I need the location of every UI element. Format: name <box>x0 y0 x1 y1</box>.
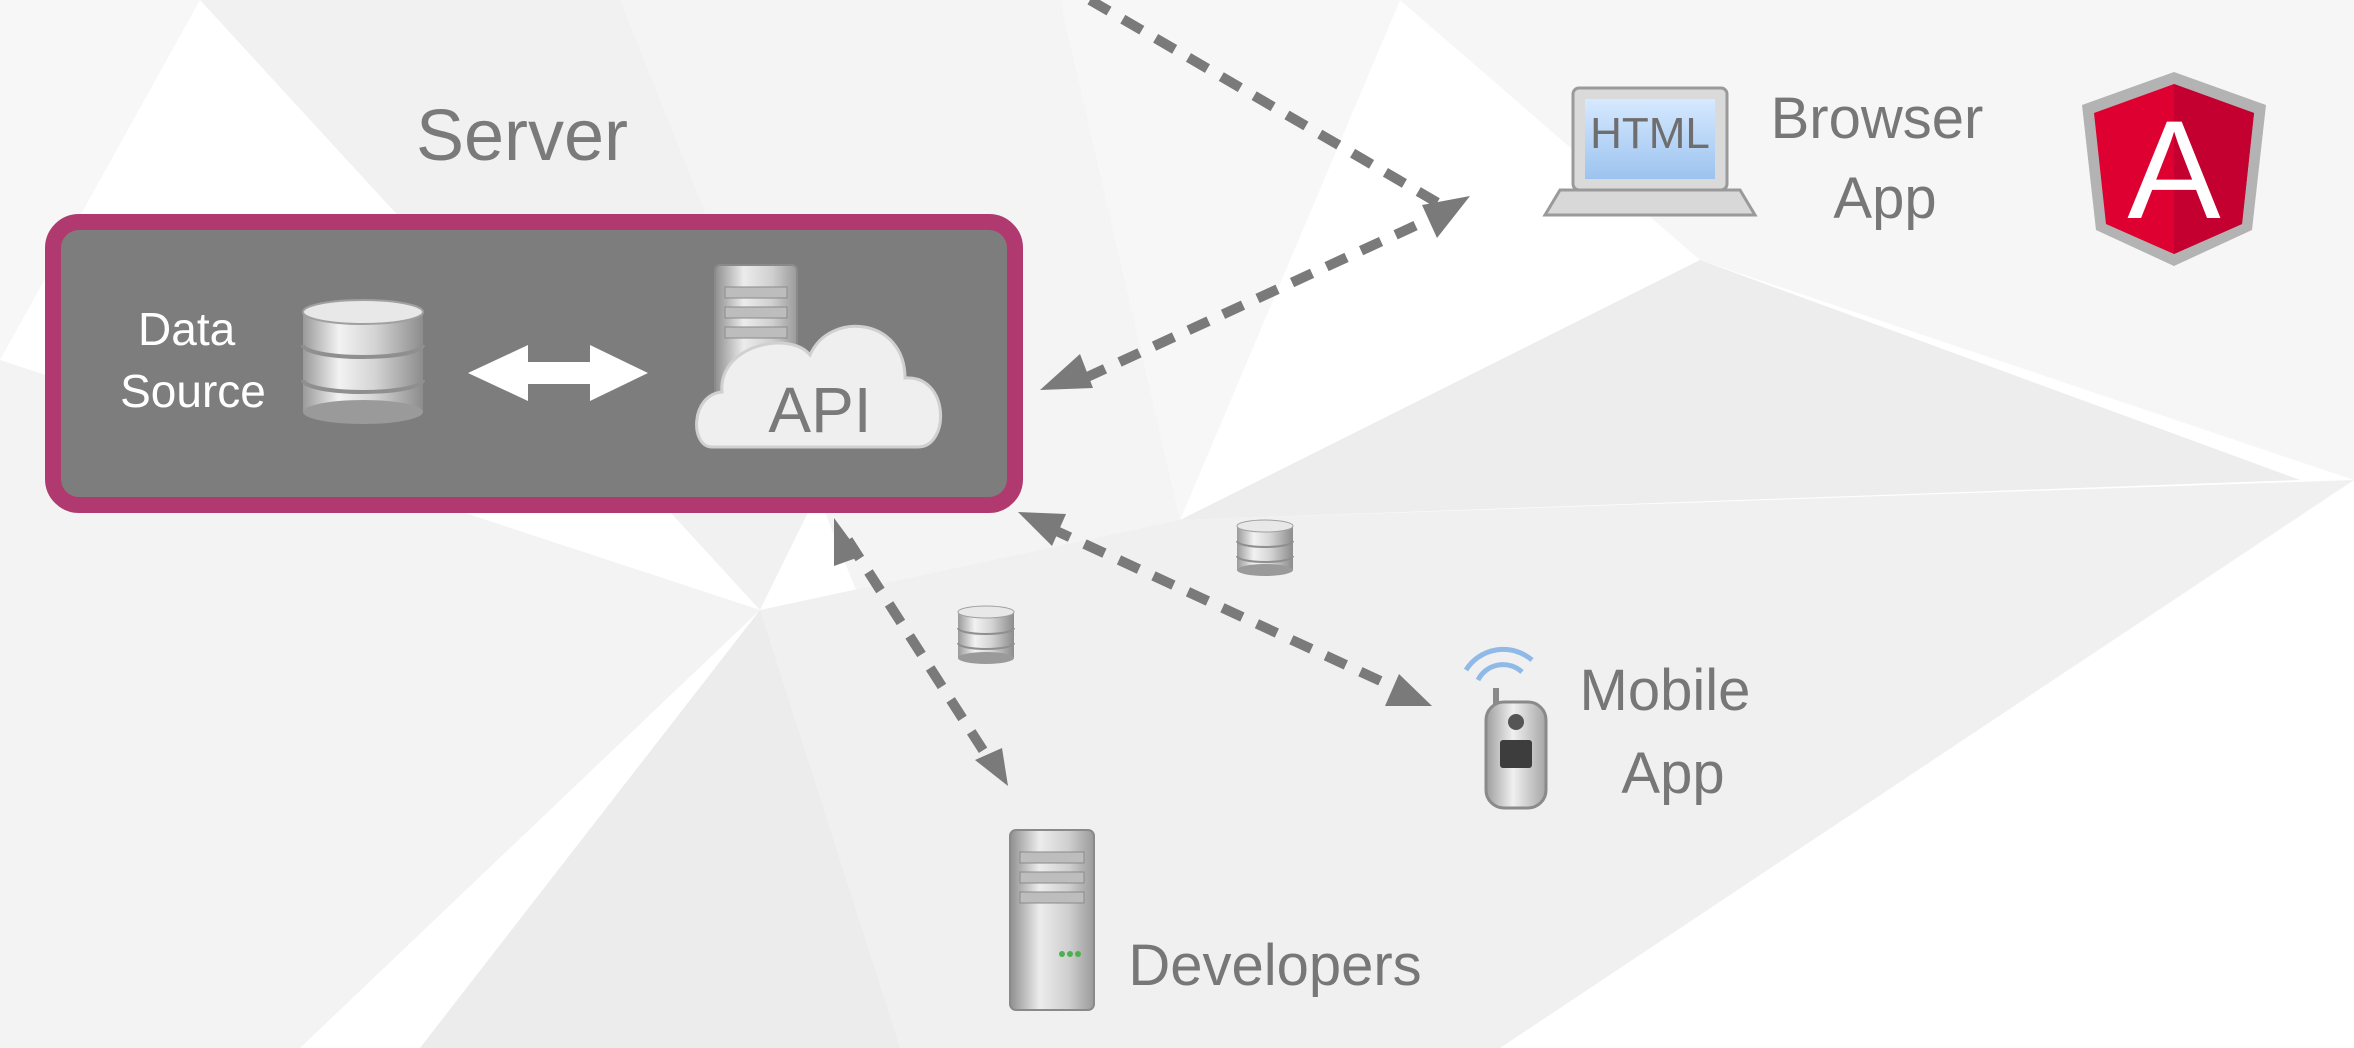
connector-developers <box>834 518 1008 786</box>
browser-app-line-1: Browser <box>1771 86 1984 151</box>
server-tower-icon <box>1009 829 1095 1011</box>
laptop-icon <box>1542 86 1758 217</box>
developers-label: Developers <box>1128 933 1421 998</box>
database-icon <box>957 605 1015 664</box>
laptop-screen-text: HTML <box>1590 109 1710 158</box>
connector-mobile <box>1018 512 1432 706</box>
cloud-icon <box>695 324 943 449</box>
mobile-app-label: Mobile App <box>1580 658 1767 806</box>
double-arrow-icon <box>468 345 648 401</box>
data-source-line-2: Source <box>120 365 266 417</box>
database-icon <box>1236 519 1294 576</box>
angular-logo: A <box>2082 72 2266 266</box>
browser-app-label: Browser App <box>1771 86 2000 231</box>
mobile-app-line-1: Mobile <box>1580 658 1751 723</box>
database-icon <box>301 299 425 424</box>
mobile-app-line-2: App <box>1621 741 1724 806</box>
connector-browser <box>1087 0 1453 215</box>
mobile-phone-icon <box>1484 688 1548 810</box>
server-title: Server <box>416 96 628 176</box>
browser-app-line-2: App <box>1833 166 1936 231</box>
api-label: API <box>768 374 871 446</box>
angular-letter: A <box>2127 91 2221 248</box>
data-source-line-1: Data <box>138 303 236 355</box>
signal-waves-icon <box>1463 646 1534 682</box>
data-source-label: Data Source <box>120 303 266 417</box>
connector-browser-line <box>1040 196 1470 390</box>
